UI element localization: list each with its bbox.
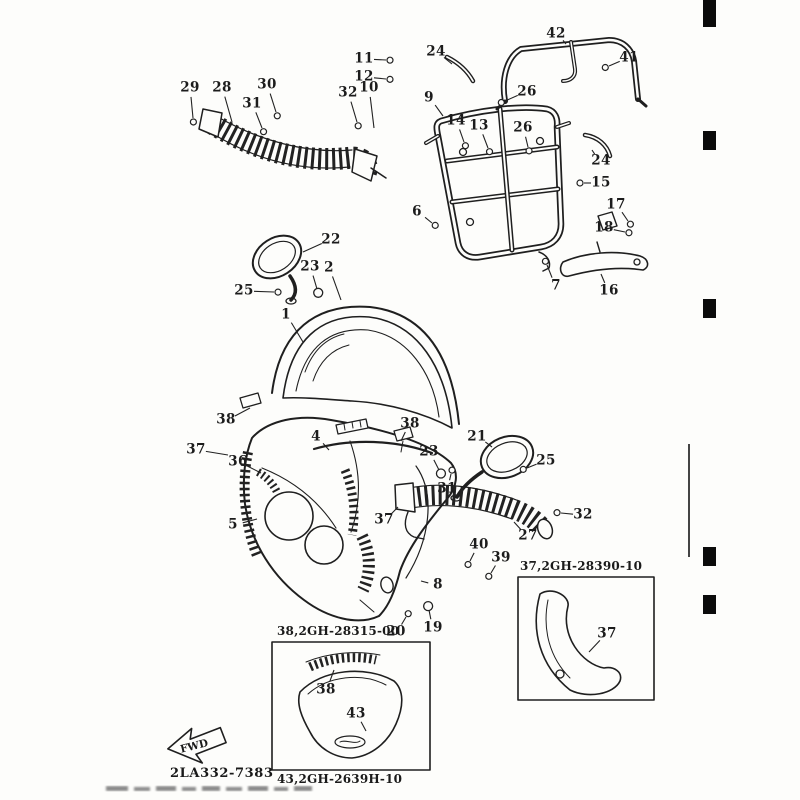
mirror-right	[450, 434, 535, 502]
leader-line-20	[401, 616, 407, 625]
leader-line-38	[329, 669, 335, 682]
leader-line-12	[373, 77, 387, 80]
leader-line-25	[253, 290, 275, 293]
intake-duct-lower	[394, 482, 554, 540]
screw-icon	[431, 221, 439, 229]
scan-marks	[688, 0, 716, 614]
leader-line-38	[234, 407, 251, 417]
screw-icon	[274, 288, 282, 296]
leader-line-41	[608, 60, 620, 67]
screw-icon	[601, 63, 609, 72]
ring-icon	[422, 600, 434, 612]
screw-icon	[386, 56, 394, 64]
leader-line-38	[400, 431, 406, 442]
document-code: 2LA332-7383	[170, 766, 274, 781]
leader-line-19	[428, 609, 432, 620]
leader-line-24	[443, 56, 453, 65]
ring-icon	[313, 287, 324, 298]
leader-line-27	[513, 521, 522, 531]
leader-line-31	[255, 112, 263, 129]
screw-icon	[497, 98, 505, 107]
screw-icon	[576, 179, 584, 187]
inset-38-title: 38,2GH-28315-00	[277, 624, 400, 638]
screw-icon	[354, 122, 362, 130]
leader-line-18	[613, 229, 626, 233]
screw-icon	[273, 112, 281, 120]
screw-icon	[485, 572, 493, 580]
leader-line-29	[190, 96, 194, 119]
leader-line-36	[246, 465, 262, 474]
leader-line-6	[424, 216, 433, 224]
leader-line-37	[205, 450, 229, 456]
leader-line-42	[562, 40, 567, 45]
leader-line-39	[490, 565, 496, 574]
leader-line-7	[546, 264, 553, 278]
leader-line-8	[420, 580, 429, 584]
screw-icon	[541, 257, 550, 265]
bottom-smudge	[106, 786, 312, 791]
leader-line-40	[469, 552, 475, 562]
cowling-body	[239, 392, 457, 622]
fwd-arrow: FWD	[167, 726, 227, 764]
leader-line-22	[302, 243, 323, 253]
leader-line-32	[350, 101, 358, 123]
screw-icon	[461, 142, 470, 150]
leader-line-23	[312, 275, 318, 290]
screw-icon	[386, 75, 394, 83]
leader-line-31	[449, 473, 452, 481]
leader-line-17	[621, 211, 629, 222]
ring-icon	[435, 468, 447, 479]
leader-line-21	[484, 441, 493, 448]
screw-icon	[625, 229, 633, 237]
leader-line-26	[504, 94, 518, 102]
screw-icon	[553, 509, 561, 517]
screw-icon	[485, 148, 494, 156]
bracket-24-right	[582, 132, 613, 159]
leader-line-10	[369, 96, 375, 129]
inset-box-37	[517, 576, 655, 701]
screw-icon	[464, 560, 472, 569]
leader-line-9	[434, 104, 444, 117]
screw-icon	[626, 220, 635, 228]
leader-line-28	[224, 96, 233, 123]
leader-line-24	[591, 149, 596, 155]
screw-icon	[404, 610, 412, 618]
screw-icon	[259, 128, 268, 136]
screw-icon	[525, 147, 533, 155]
leader-line-37	[588, 639, 601, 653]
stay-bracket-42	[495, 37, 648, 111]
screw-icon	[519, 465, 527, 473]
inset-37-title: 37,2GH-28390-10	[520, 559, 643, 573]
leader-line-14	[459, 129, 465, 143]
bracket-24-left	[444, 54, 476, 84]
stay-frame	[424, 104, 571, 261]
leader-line-43	[360, 721, 367, 732]
leader-line-2	[331, 276, 342, 301]
leader-line-11	[373, 58, 387, 61]
bracket-16	[559, 241, 649, 278]
leader-line-4	[322, 442, 330, 451]
screw-icon	[448, 466, 456, 474]
leader-line-23	[433, 459, 440, 471]
bracket-17-18	[597, 211, 618, 231]
leader-line-30	[269, 93, 277, 113]
leader-line-16	[600, 273, 606, 284]
inset-38-caption: 43,2GH-2639H-10	[277, 772, 403, 786]
leader-line-1	[290, 322, 304, 343]
intake-duct-upper	[198, 108, 387, 182]
mirror-left	[251, 234, 303, 305]
leader-line-5	[242, 518, 258, 524]
leader-line-26	[525, 136, 529, 148]
leader-line-32	[560, 512, 574, 515]
windshield	[271, 305, 460, 429]
leader-line-13	[482, 134, 489, 149]
inset-box-38	[271, 641, 431, 771]
screw-icon	[189, 118, 197, 126]
leader-line-37	[390, 506, 399, 515]
leader-line-25	[526, 463, 537, 469]
